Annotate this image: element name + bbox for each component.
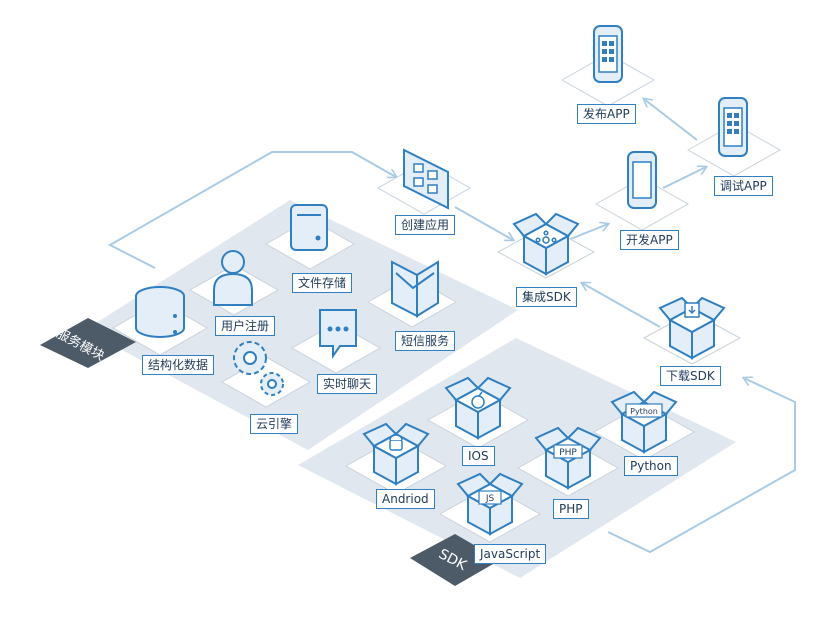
- database-icon: [135, 286, 185, 338]
- smartphone-icon: [627, 151, 657, 209]
- develop-app-node: [594, 151, 690, 231]
- services-tag: [40, 318, 136, 368]
- hard-drive-icon: [290, 204, 328, 251]
- python-node: Python: [592, 390, 696, 461]
- php-label: PHP: [553, 499, 589, 519]
- create-app-label: 创建应用: [395, 215, 456, 235]
- integrate-sdk-node: [496, 212, 596, 279]
- arrow-integrate-to-develop: [567, 224, 608, 241]
- arrow-to-create-app: [107, 151, 396, 269]
- integrate-sdk-label: 集成SDK: [516, 287, 577, 307]
- debug-app-label: 调试APP: [714, 176, 773, 196]
- package-box-icon: [362, 422, 430, 486]
- network-icon: [535, 230, 557, 244]
- envelope-icon: [391, 260, 439, 318]
- python-label: Python: [624, 456, 678, 476]
- javascript-node: JS: [438, 472, 542, 543]
- files-node: [264, 204, 356, 270]
- php-sign-text: PHP: [559, 448, 577, 458]
- engine-node: [220, 341, 312, 408]
- publish-app-node: [560, 25, 656, 107]
- register-node: [188, 250, 280, 316]
- php-sign-icon: [553, 444, 583, 459]
- publish-app-label: 发布APP: [577, 104, 636, 124]
- develop-app-label: 开发APP: [620, 230, 679, 250]
- gears-icon: [233, 341, 284, 396]
- storage-label: 结构化数据: [142, 355, 215, 375]
- files-label: 文件存储: [292, 273, 353, 293]
- ios-node: [426, 376, 530, 449]
- download-sdk-label: 下载SDK: [660, 366, 721, 386]
- arrow-download-to-integrate: [582, 283, 661, 328]
- create-app-node: [376, 148, 472, 215]
- download-sdk-node: [642, 296, 742, 365]
- php-node: PHP: [516, 426, 620, 497]
- chat-label: 实时聊天: [317, 374, 378, 394]
- arrow-debug-to-publish: [644, 99, 698, 141]
- debug-app-node: [686, 97, 782, 177]
- android-label: Andriod: [376, 489, 435, 509]
- apple-icon: [471, 391, 485, 409]
- sms-node: [366, 260, 458, 328]
- services-panel: [85, 200, 518, 450]
- javascript-label: JavaScript: [474, 544, 547, 564]
- android-icon: [389, 434, 403, 451]
- python-sign-icon: [625, 403, 663, 418]
- smartphone-icon: [593, 25, 623, 83]
- chat-node: [290, 309, 382, 374]
- arrow-develop-to-debug: [662, 167, 706, 189]
- user-icon: [213, 250, 253, 306]
- package-box-icon: [444, 376, 512, 440]
- arrow-create-to-integrate: [454, 206, 513, 240]
- download-icon: [684, 302, 700, 318]
- flow-arrows: [107, 99, 796, 554]
- js-sign-text: JS: [485, 494, 495, 504]
- android-node: [344, 422, 448, 495]
- smartphone-icon: [718, 97, 748, 157]
- arrow-sdk-to-download: [607, 378, 796, 554]
- register-label: 用户注册: [215, 316, 276, 336]
- app-grid-icon: [403, 148, 449, 210]
- storage-node: [111, 286, 209, 356]
- chat-bubble-icon: [319, 309, 357, 360]
- sms-label: 短信服务: [395, 331, 456, 351]
- python-sign-text: Python: [630, 407, 658, 416]
- js-sign-icon: [478, 490, 502, 505]
- ios-label: IOS: [462, 446, 495, 466]
- package-box-icon: [512, 212, 580, 276]
- engine-label: 云引擎: [250, 414, 299, 434]
